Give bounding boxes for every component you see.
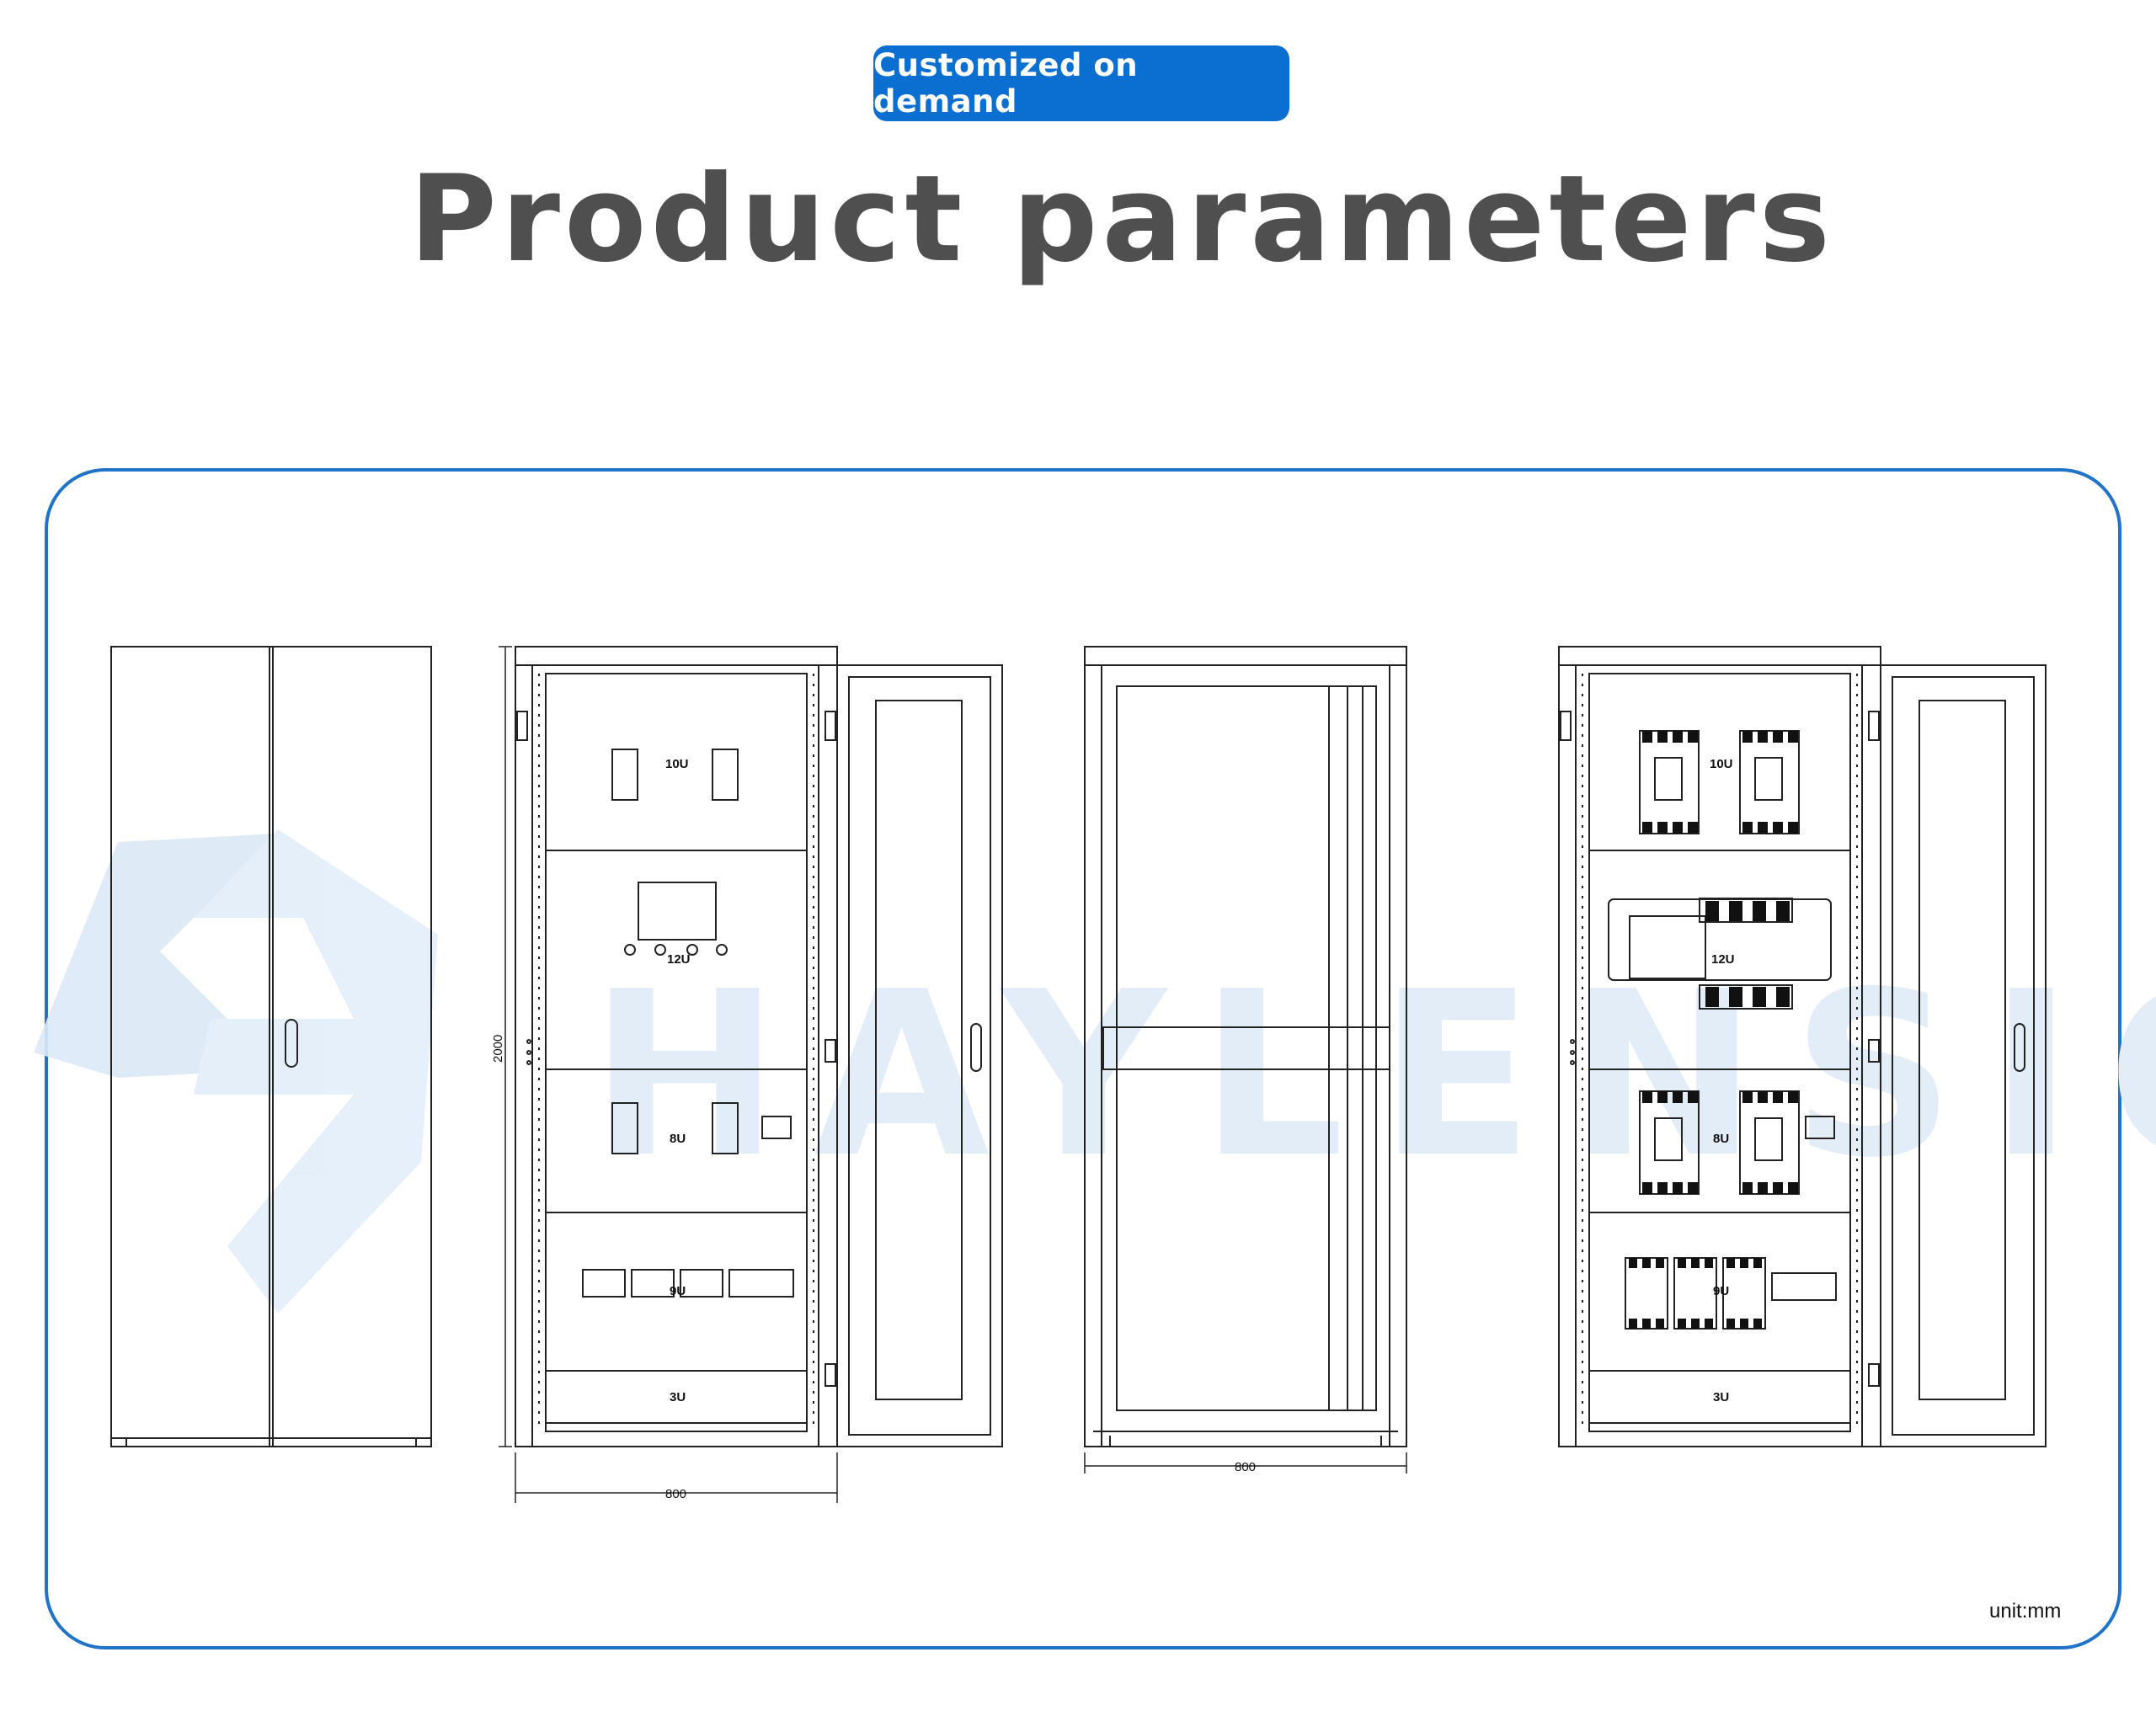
unit-label-9u: 9U xyxy=(670,1284,686,1298)
installed-unit-label-9u: 9U xyxy=(1713,1284,1729,1298)
breaker-terminals xyxy=(1629,731,1798,1329)
installed-unit-label-3u: 3U xyxy=(1713,1390,1729,1404)
cabinet-open-front-labels: 10U 12U 8U 9U 3U xyxy=(665,757,691,1404)
unit-label-10u: 10U xyxy=(665,757,689,771)
cabinet-closed-front xyxy=(110,646,432,1447)
unit-label: unit:mm xyxy=(1989,1600,2062,1623)
cabinet-installed xyxy=(1558,646,2047,1447)
watermark-logo xyxy=(34,829,438,1314)
height-label: 2000 xyxy=(491,1035,505,1063)
customized-badge: Customized on demand xyxy=(873,45,1289,121)
unit-label-3u: 3U xyxy=(670,1390,686,1404)
width-dimension-rear xyxy=(1084,1452,1407,1474)
drawing-frame xyxy=(45,468,2121,1649)
cabinet-installed-labels: 10U 12U 8U 9U 3U xyxy=(1710,757,1735,1404)
width-dimension-front xyxy=(515,1452,838,1503)
width-label-rear: 800 xyxy=(1235,1460,1256,1474)
cabinet-open-front xyxy=(515,646,1003,1447)
unit-label-8u: 8U xyxy=(670,1132,686,1146)
width-label-front: 800 xyxy=(665,1487,686,1501)
installed-unit-label-10u: 10U xyxy=(1710,757,1733,771)
height-dimension xyxy=(499,646,512,1447)
unit-label-12u: 12U xyxy=(667,952,691,967)
watermark-text: HAYLENSION xyxy=(590,942,2156,1207)
cabinet-rear-frame xyxy=(1084,646,1407,1447)
installed-unit-label-12u: 12U xyxy=(1711,952,1735,967)
page-title: Product parameters xyxy=(408,150,1835,289)
installed-unit-label-8u: 8U xyxy=(1713,1132,1729,1146)
